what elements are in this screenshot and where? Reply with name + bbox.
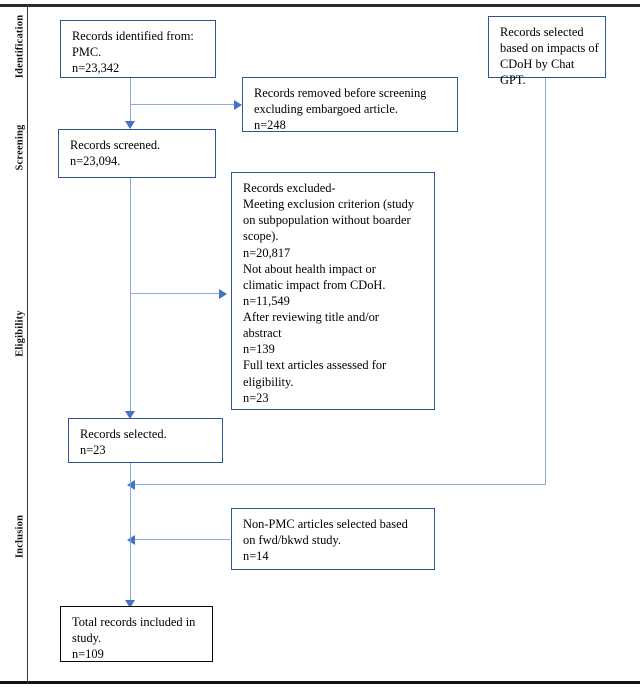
box-line: eligibility.: [243, 374, 294, 389]
arrowhead-into-screened: [124, 121, 135, 129]
box-records-screened[interactable]: Records screened. n=23,094.: [58, 129, 216, 178]
connector-selected-to-total: [129, 463, 131, 606]
connector-chatgpt-to-spine: [130, 484, 545, 486]
arrowhead-into-removed: [234, 99, 242, 110]
box-line: n=109: [72, 647, 104, 662]
connector-to-excluded-box: [130, 293, 226, 295]
box-line: Non-PMC articles selected based: [243, 517, 408, 531]
box-line: n=139: [243, 342, 275, 357]
box-total-included[interactable]: Total records included in study. n=109: [60, 606, 213, 662]
box-line: on subpopulation without boarder: [243, 213, 411, 228]
stage-label-inclusion: Inclusion: [14, 514, 26, 559]
arrowhead-nonpmc-into-spine: [127, 534, 135, 545]
box-line: Total records included in: [72, 615, 196, 629]
box-line: After reviewing title and/or: [243, 310, 379, 324]
arrowhead-into-selected: [124, 411, 135, 419]
box-line: PMC.: [72, 45, 102, 60]
box-line: Records screened.: [70, 138, 161, 152]
stage-rail: [27, 7, 28, 681]
arrowhead-into-total: [124, 600, 135, 608]
stage-label-eligibility: Eligibility: [14, 310, 26, 357]
box-chatgpt-selected[interactable]: Records selected based on impacts of CDo…: [488, 16, 606, 87]
box-line: climatic impact from CDoH.: [243, 277, 386, 292]
box-line: n=23,342: [72, 61, 120, 76]
connector-nonpmc-to-spine: [130, 539, 230, 541]
box-non-pmc-articles[interactable]: Non-PMC articles selected based on fwd/b…: [231, 508, 435, 570]
box-line: excluding embargoed article.: [254, 102, 398, 117]
box-line: n=23,094.: [70, 154, 121, 169]
box-line: n=23: [243, 390, 269, 405]
stage-label-identification: Identification: [14, 14, 26, 79]
box-line: n=20,817: [243, 245, 291, 260]
box-line: Records identified from:: [72, 29, 194, 43]
arrowhead-into-excluded: [219, 288, 227, 299]
arrowhead-chatgpt-into-spine: [127, 479, 135, 490]
frame-bottom-rule: [0, 681, 640, 684]
box-line: based on impacts of: [500, 41, 599, 56]
frame-top-rule: [0, 4, 640, 7]
box-line: Records selected.: [80, 427, 167, 441]
box-line: Records excluded-: [243, 181, 336, 195]
box-line: Full text articles assessed for: [243, 358, 387, 373]
connector-to-removed-box: [130, 104, 241, 106]
box-line: n=14: [243, 549, 269, 564]
box-records-identified[interactable]: Records identified from: PMC. n=23,342: [60, 20, 216, 78]
box-line: scope).: [243, 229, 279, 244]
connector-screened-to-selected: [129, 178, 131, 418]
box-line: Records selected: [500, 25, 584, 39]
box-line: n=23: [80, 443, 106, 458]
box-line: abstract: [243, 326, 282, 341]
box-line: study.: [72, 631, 102, 646]
box-records-removed[interactable]: Records removed before screening excludi…: [242, 77, 458, 132]
box-line: n=248: [254, 118, 286, 133]
box-line: Not about health impact or: [243, 261, 376, 276]
stage-label-screening: Screening: [14, 124, 26, 171]
connector-identified-to-screened: [129, 78, 131, 128]
box-records-excluded[interactable]: Records excluded- Meeting exclusion crit…: [231, 172, 435, 410]
box-line: CDoH by Chat: [500, 57, 575, 72]
box-line: n=11,549: [243, 293, 290, 308]
box-line: Meeting exclusion criterion (study: [243, 197, 415, 212]
box-line: GPT.: [500, 73, 526, 88]
connector-chatgpt-drop: [544, 78, 546, 485]
box-line: on fwd/bkwd study.: [243, 533, 341, 548]
box-line: Records removed before screening: [254, 86, 427, 100]
box-records-selected[interactable]: Records selected. n=23: [68, 418, 223, 463]
